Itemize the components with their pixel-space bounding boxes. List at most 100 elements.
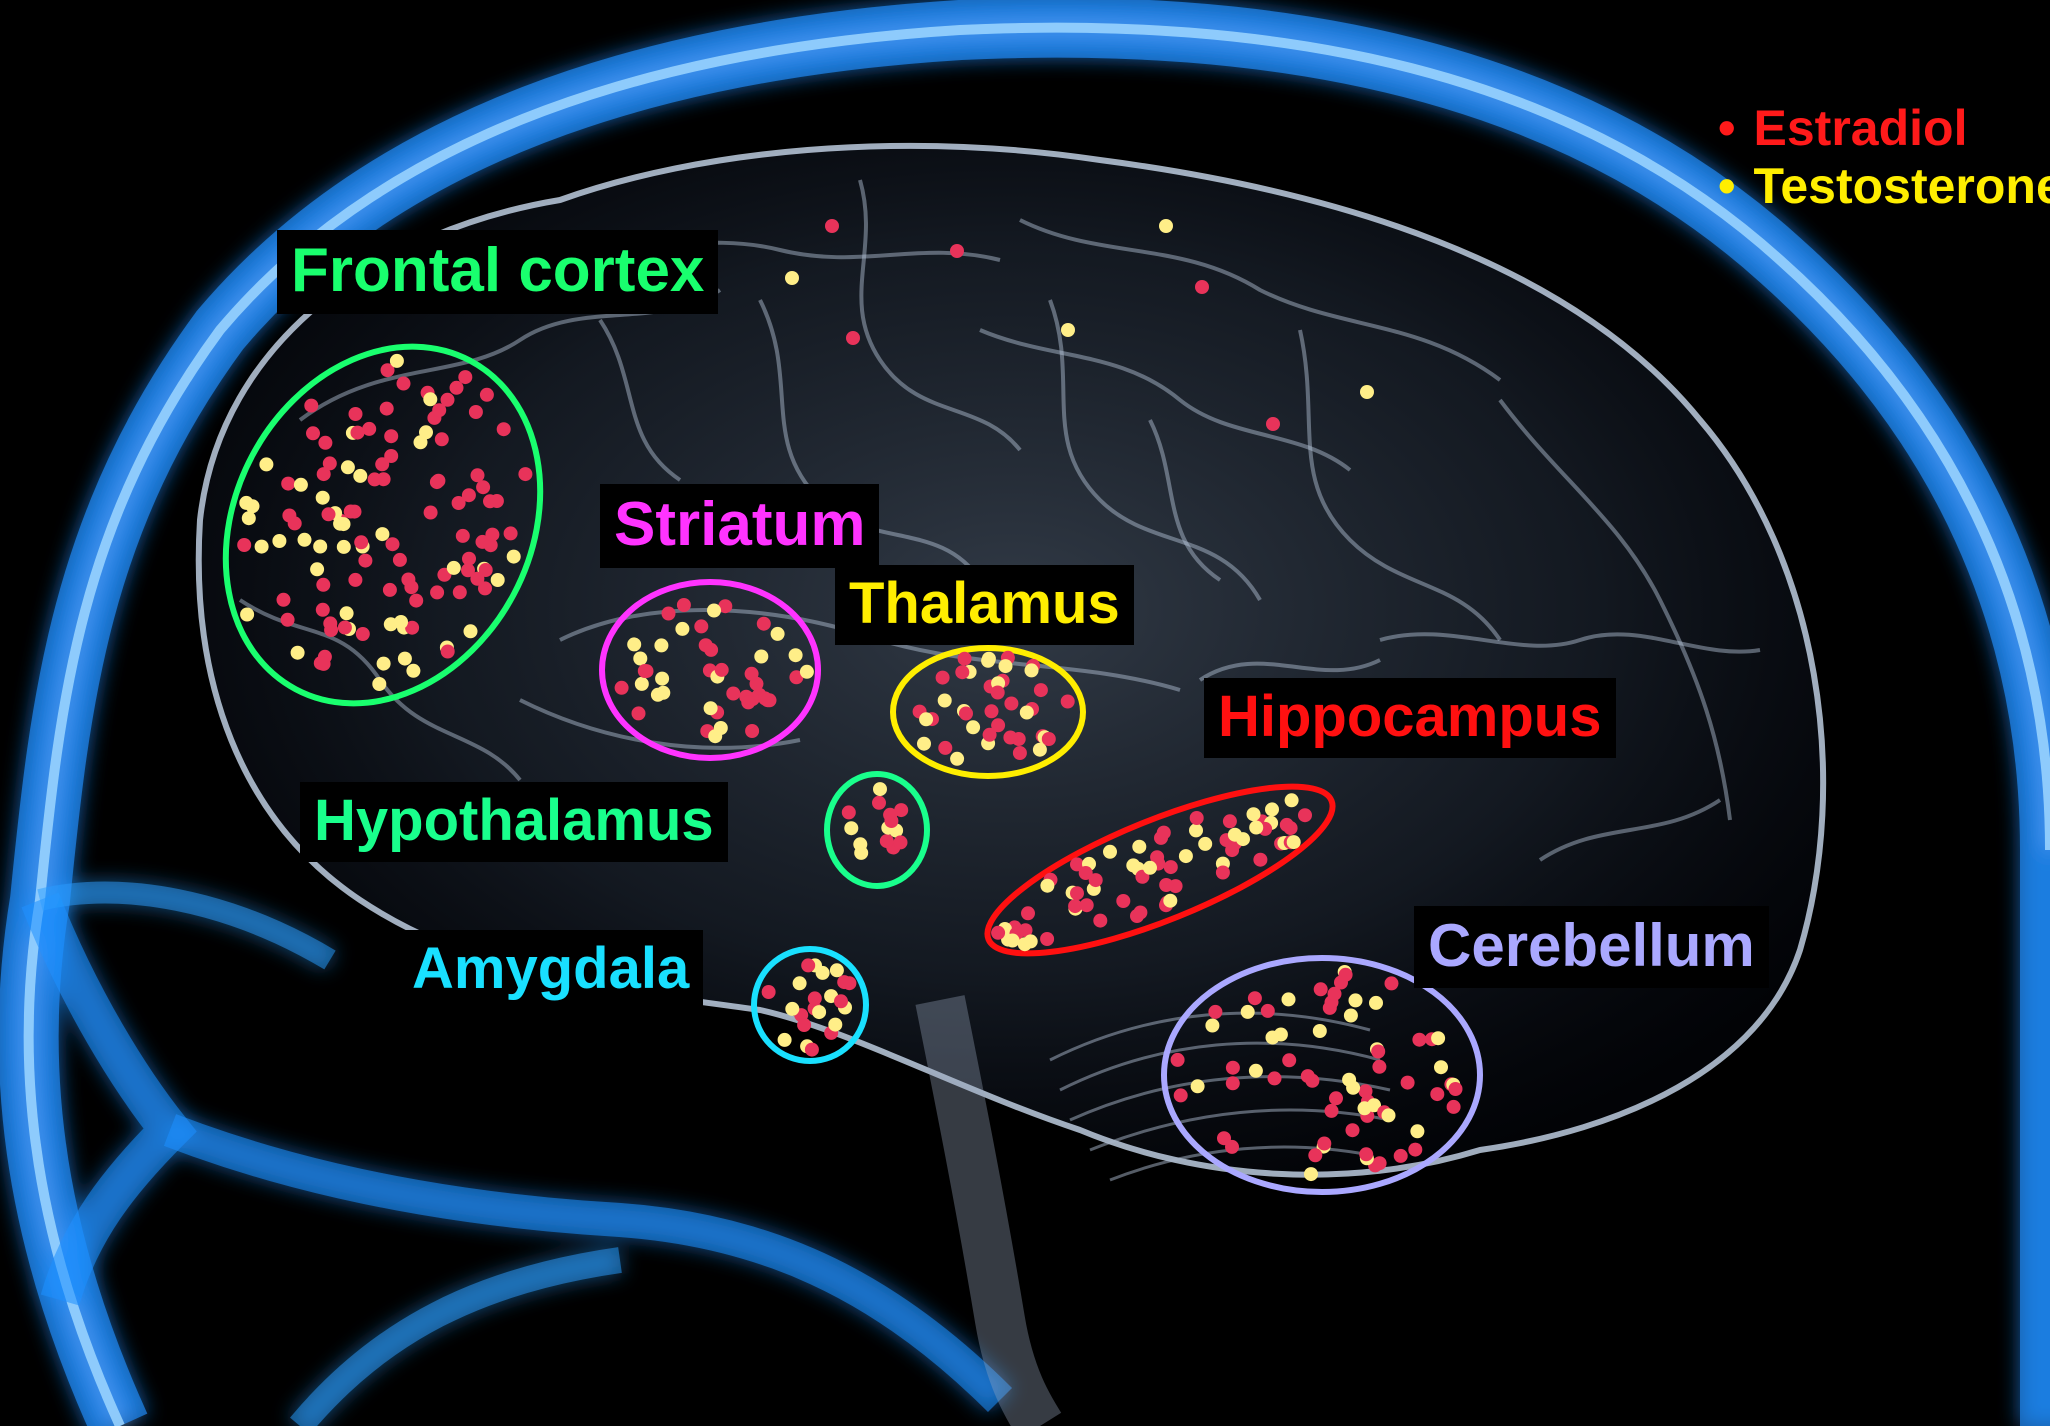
receptor-dot [825, 219, 839, 233]
receptor-dot [801, 958, 815, 972]
receptor-dot [1013, 746, 1027, 760]
receptor-dot [1360, 385, 1374, 399]
receptor-dot [1346, 1081, 1360, 1095]
receptor-dot [1401, 1076, 1415, 1090]
receptor-dot [1349, 993, 1363, 1007]
receptor-dot [1261, 1004, 1275, 1018]
receptor-dot [1116, 894, 1130, 908]
receptor-dot [991, 926, 1005, 940]
receptor-dot [1371, 1045, 1385, 1059]
receptor-dot [431, 474, 445, 488]
receptor-dot [991, 718, 1005, 732]
receptor-dot [1225, 843, 1239, 857]
receptor-dot [384, 617, 398, 631]
receptor-dot [816, 966, 830, 980]
receptor-dot [938, 694, 952, 708]
receptor-dot [1006, 934, 1020, 948]
receptor-dot [340, 606, 354, 620]
receptor-dot [390, 354, 404, 368]
receptor-dot [406, 664, 420, 678]
receptor-dot [384, 449, 398, 463]
receptor-dot [1247, 807, 1261, 821]
receptor-dot [1449, 1082, 1463, 1096]
label-striatum: Striatum [600, 484, 879, 568]
receptor-dot [1241, 1005, 1255, 1019]
receptor-dot [1308, 1148, 1322, 1162]
receptor-dot [797, 1018, 811, 1032]
receptor-dot [341, 460, 355, 474]
receptor-dot [1408, 1143, 1422, 1157]
receptor-dot [380, 402, 394, 416]
receptor-dot [1018, 937, 1032, 951]
receptor-dot [430, 585, 444, 599]
receptor-dot [490, 494, 504, 508]
receptor-dot [741, 695, 755, 709]
receptor-dot [1004, 697, 1018, 711]
receptor-dot [771, 627, 785, 641]
receptor-dot [1282, 1053, 1296, 1067]
receptor-dot [453, 585, 467, 599]
receptor-dot [1042, 732, 1056, 746]
receptor-dot [757, 617, 771, 631]
receptor-dot [1434, 1060, 1448, 1074]
receptor-dot [938, 741, 952, 755]
receptor-dot [1430, 1087, 1444, 1101]
receptor-dot [1079, 866, 1093, 880]
receptor-dot [1080, 898, 1094, 912]
legend: •Estradiol •Testosterone [1718, 100, 2050, 215]
receptor-dot [291, 646, 305, 660]
receptor-dot [423, 392, 437, 406]
receptor-dot [281, 477, 295, 491]
receptor-dot [304, 399, 318, 413]
receptor-dot [762, 985, 776, 999]
receptor-dot [362, 422, 376, 436]
receptor-dot [1143, 861, 1157, 875]
receptor-dot [707, 604, 721, 618]
receptor-dot [846, 331, 860, 345]
receptor-dot [917, 737, 931, 751]
receptor-dot [1298, 808, 1312, 822]
receptor-dot [255, 540, 269, 554]
receptor-dot [704, 643, 718, 657]
receptor-dot [1394, 1149, 1408, 1163]
receptor-dot [1317, 1137, 1331, 1151]
receptor-dot [704, 701, 718, 715]
receptor-dot [785, 1002, 799, 1016]
receptor-dot [344, 505, 358, 519]
receptor-dot [316, 578, 330, 592]
receptor-dot [491, 573, 505, 587]
label-hippocampus: Hippocampus [1204, 678, 1616, 758]
label-cerebellum: Cerebellum [1414, 906, 1769, 988]
receptor-dot [615, 681, 629, 695]
receptor-dot [1226, 1076, 1240, 1090]
receptor-dot [800, 665, 814, 679]
receptor-dot [1070, 886, 1084, 900]
receptor-dot [745, 667, 759, 681]
receptor-dot [1282, 992, 1296, 1006]
receptor-dot [353, 469, 367, 483]
receptor-dot [714, 721, 728, 735]
receptor-dot [854, 846, 868, 860]
receptor-dot [805, 1043, 819, 1057]
receptor-dot [1346, 1123, 1360, 1137]
receptor-dot [322, 507, 336, 521]
receptor-dot [1157, 826, 1171, 840]
receptor-dot [298, 533, 312, 547]
receptor-dot [632, 706, 646, 720]
receptor-dot [1163, 894, 1177, 908]
receptor-dot [1198, 837, 1212, 851]
receptor-dot [259, 457, 273, 471]
receptor-dot [435, 432, 449, 446]
receptor-dot [655, 672, 669, 686]
receptor-dot [1285, 793, 1299, 807]
receptor-dot [834, 994, 848, 1008]
receptor-dot [1268, 1071, 1282, 1085]
receptor-dot [991, 686, 1005, 700]
receptor-dot [1274, 1028, 1288, 1042]
receptor-dot [1205, 1019, 1219, 1033]
receptor-dot [464, 624, 478, 638]
receptor-dot [356, 627, 370, 641]
receptor-dot [1020, 706, 1034, 720]
receptor-dot [1385, 976, 1399, 990]
receptor-dot [1305, 1074, 1319, 1088]
